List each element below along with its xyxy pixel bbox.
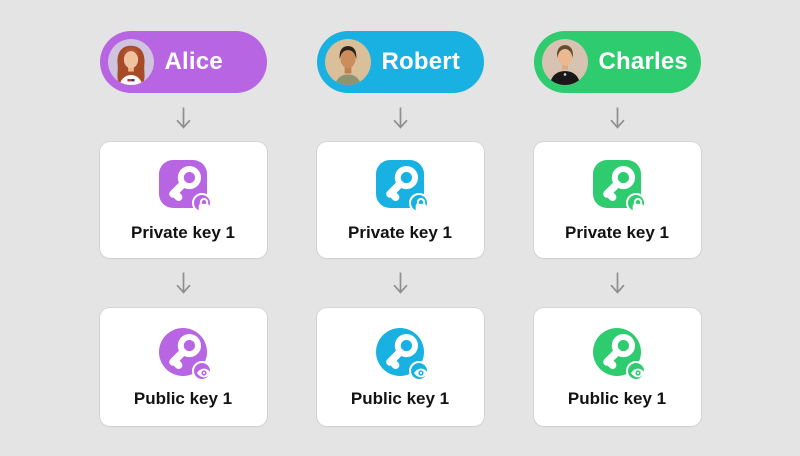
column-alice: Alice Private key 1 Public key [99, 31, 267, 456]
public-key-icon [593, 328, 646, 381]
public-key-label: Public key 1 [133, 389, 233, 408]
down-arrow-icon [175, 258, 192, 308]
private-key-icon [376, 160, 429, 213]
lock-badge-icon [192, 193, 212, 213]
eye-badge-icon [626, 361, 646, 381]
public-key-icon [376, 328, 429, 381]
avatar-charles-icon [542, 39, 588, 85]
lock-badge-icon [409, 193, 429, 213]
down-arrow-icon [175, 93, 192, 142]
column-charles: Charles Private key 1 Public k [533, 31, 701, 456]
public-key-icon [159, 328, 212, 381]
private-key-card-robert: Private key 1 [316, 142, 484, 258]
down-arrow-icon [609, 258, 626, 308]
down-arrow-icon [392, 93, 409, 142]
public-key-card-charles: Public key 1 [533, 308, 701, 426]
lock-badge-icon [626, 193, 646, 213]
private-key-card-alice: Private key 1 [99, 142, 267, 258]
avatar-alice-icon [108, 39, 154, 85]
public-key-label: Public key 1 [350, 389, 450, 408]
private-key-label: Private key 1 [565, 223, 669, 242]
person-pill-alice: Alice [99, 31, 267, 93]
column-robert: Robert Private key 1 Public ke [316, 31, 484, 456]
down-arrow-icon [392, 258, 409, 308]
public-key-card-alice: Public key 1 [99, 308, 267, 426]
private-key-icon [159, 160, 212, 213]
eye-badge-icon [409, 361, 429, 381]
public-key-card-robert: Public key 1 [316, 308, 484, 426]
person-name: Charles [598, 48, 688, 75]
avatar-robert-icon [325, 39, 371, 85]
private-key-card-charles: Private key 1 [533, 142, 701, 258]
person-name: Alice [164, 48, 223, 75]
private-key-icon [593, 160, 646, 213]
private-key-label: Private key 1 [348, 223, 452, 242]
person-pill-robert: Robert [316, 31, 484, 93]
eye-badge-icon [192, 361, 212, 381]
person-name: Robert [381, 48, 461, 75]
public-key-label: Public key 1 [567, 389, 667, 408]
person-pill-charles: Charles [533, 31, 701, 93]
private-key-label: Private key 1 [131, 223, 235, 242]
down-arrow-icon [609, 93, 626, 142]
